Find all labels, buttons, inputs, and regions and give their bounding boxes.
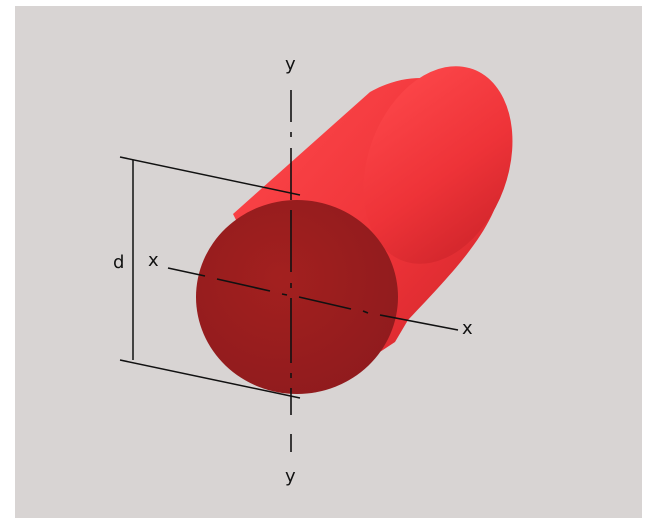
cylinder-front-face	[196, 200, 398, 394]
x-axis	[167, 267, 459, 331]
diameter-label: d	[113, 252, 124, 273]
y-axis-top-label: y	[285, 54, 296, 75]
x-axis-right-label: x	[462, 318, 473, 339]
cylinder-back-end	[363, 66, 513, 264]
x-axis-left-label: x	[148, 250, 159, 271]
diameter-dimension	[119, 156, 301, 399]
y-axis-bottom-label: y	[285, 466, 296, 487]
